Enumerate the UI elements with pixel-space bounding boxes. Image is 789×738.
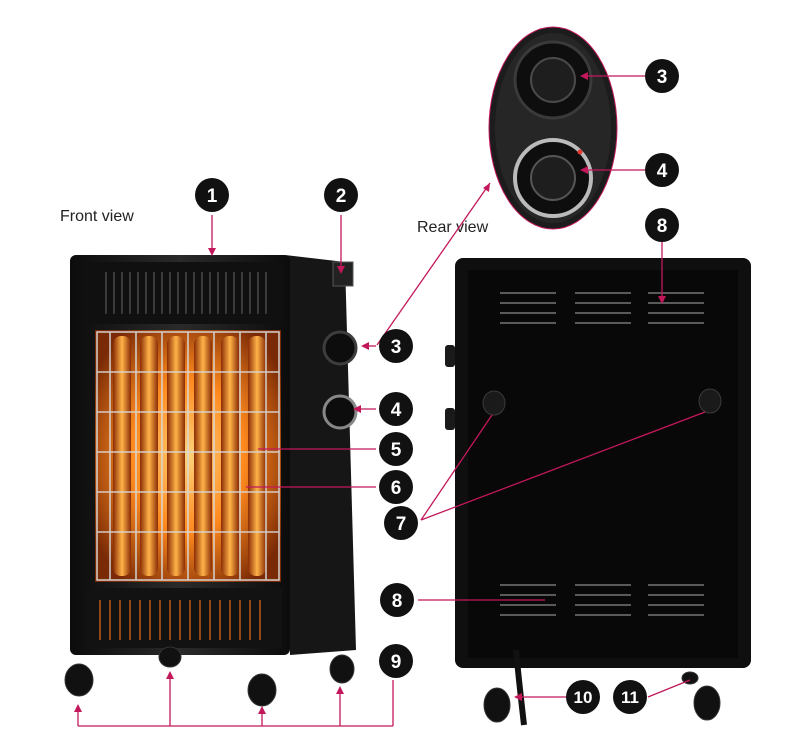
callout-11-label: 11 bbox=[621, 688, 639, 707]
leader-lines bbox=[77, 75, 706, 727]
callout-3-rear-label: 3 bbox=[657, 67, 668, 88]
callout-3-front: 3 bbox=[379, 329, 413, 363]
callout-3-front-label: 3 bbox=[391, 337, 402, 358]
callout-10-label: 10 bbox=[574, 688, 593, 707]
callout-6-label: 6 bbox=[391, 478, 402, 499]
callout-5-label: 5 bbox=[391, 440, 402, 461]
front-view-label: Front view bbox=[60, 208, 134, 225]
callout-8-bottom-label: 8 bbox=[392, 591, 403, 612]
callout-4-front-label: 4 bbox=[391, 400, 402, 421]
callout-7-label: 7 bbox=[396, 514, 407, 535]
callout-6: 6 bbox=[379, 470, 413, 504]
callout-4-rear-label: 4 bbox=[657, 161, 668, 182]
control-panel-zoom-image bbox=[488, 26, 618, 230]
callout-10: 10 bbox=[566, 680, 600, 714]
callout-7: 7 bbox=[384, 506, 418, 540]
callout-9: 9 bbox=[379, 644, 413, 678]
callout-2-label: 2 bbox=[336, 186, 347, 207]
callout-9-label: 9 bbox=[391, 652, 402, 673]
heater-rear-image bbox=[445, 258, 751, 726]
callout-8-top: 8 bbox=[645, 208, 679, 242]
callout-2: 2 bbox=[324, 178, 358, 212]
callout-8-top-label: 8 bbox=[657, 216, 668, 237]
leader-arrowheads bbox=[74, 72, 666, 714]
callout-4-front: 4 bbox=[379, 392, 413, 426]
rear-view-label: Rear view bbox=[417, 219, 489, 236]
callout-1-label: 1 bbox=[207, 186, 218, 207]
callout-4-rear: 4 bbox=[645, 153, 679, 187]
callout-5: 5 bbox=[379, 432, 413, 466]
heater-front-image bbox=[64, 255, 358, 707]
callout-8-bottom: 8 bbox=[380, 583, 414, 617]
callout-11: 11 bbox=[613, 680, 647, 714]
callout-3-rear: 3 bbox=[645, 59, 679, 93]
callout-1: 1 bbox=[195, 178, 229, 212]
